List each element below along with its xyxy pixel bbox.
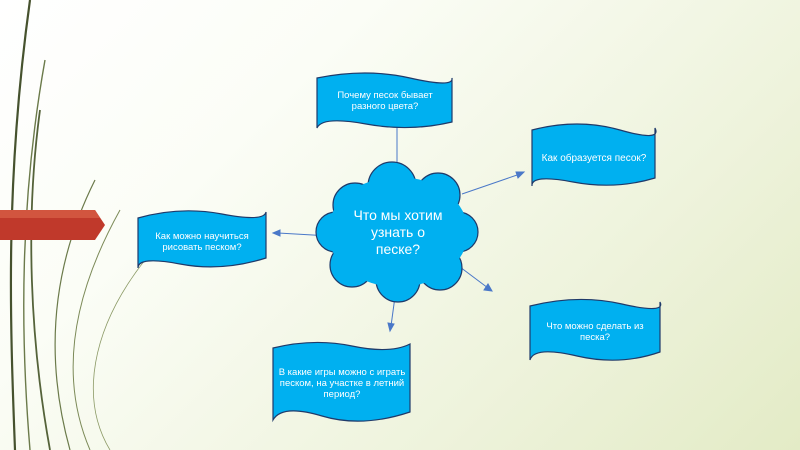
decor-curve	[23, 59, 46, 450]
banner-draw-shape	[137, 210, 267, 269]
decor-curve	[72, 209, 121, 450]
banner-color-shape	[316, 72, 453, 129]
center-cloud-fill	[328, 177, 468, 287]
question-forms: Как образуется песок?	[541, 152, 647, 164]
center-question: Что мы хотим узнать о песке?	[353, 206, 443, 257]
banner-games-shape	[272, 341, 411, 423]
accent-arrow-highlight	[0, 210, 100, 218]
decor-curve	[9, 0, 32, 450]
question-make: Что можно сделать из песка?	[546, 321, 644, 343]
decor-curve	[30, 109, 51, 450]
question-games: В какие игры можно с играть песком, на у…	[278, 366, 406, 400]
arrowhead	[483, 283, 493, 292]
arrowhead	[387, 322, 395, 333]
banner-forms-shape	[531, 123, 657, 187]
decor-curve	[93, 259, 146, 450]
banner-make-shape	[529, 298, 662, 361]
arrowhead	[271, 229, 281, 237]
question-color: Почему песок бывает разного цвета?	[337, 90, 433, 112]
connector-forms	[461, 173, 521, 195]
arrowhead	[515, 171, 526, 179]
question-draw: Как можно научиться рисовать песком?	[155, 231, 249, 253]
